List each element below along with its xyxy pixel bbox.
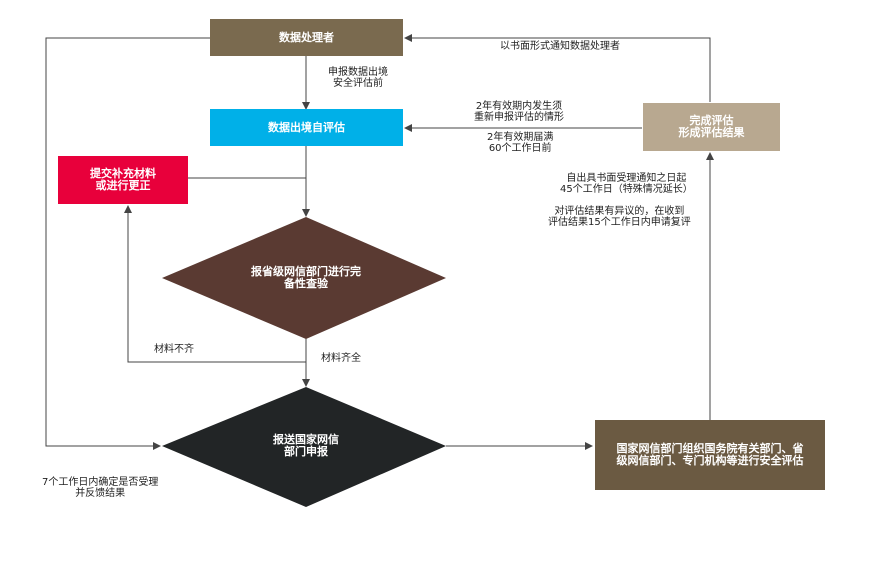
node-national-report-label: 报送国家网信 部门申报 xyxy=(273,433,339,458)
label-within-45-days: 自出具书面受理通知之日起 45个工作日（特殊情况延长） xyxy=(560,173,693,195)
label-reapply-condition: 2年有效期内发生须 重新申报评估的情形 xyxy=(474,101,564,123)
provincial-check-diamond xyxy=(162,217,446,339)
label-incomplete: 材料不齐 xyxy=(154,344,194,355)
label-before-report: 申报数据出境 安全评估前 xyxy=(328,67,388,89)
arrow-incomplete-to-supplement xyxy=(124,205,306,363)
label-complete-materials: 材料齐全 xyxy=(321,353,361,364)
national-report-diamond xyxy=(162,387,446,507)
arrow-complete-to-handler xyxy=(404,34,711,102)
arrow-handler-left-loop xyxy=(45,37,210,450)
node-complete: 完成评估 形成评估结果 xyxy=(643,103,780,151)
label-objection: 对评估结果有异议的，在收到 评估结果15个工作日内申请复评 xyxy=(548,206,691,228)
node-supplement: 提交补充材料 或进行更正 xyxy=(58,156,188,204)
label-expire: 2年有效期届满 60个工作日前 xyxy=(487,132,554,154)
node-self-assess: 数据出境自评估 xyxy=(210,109,403,146)
node-provincial-check-label: 报省级网信部门进行完 备性查验 xyxy=(251,265,361,290)
node-handler: 数据处理者 xyxy=(210,19,403,56)
node-national-assess: 国家网信部门组织国务院有关部门、省 级网信部门、专门机构等进行安全评估 xyxy=(595,420,825,490)
label-notify-handler: 以书面形式通知数据处理者 xyxy=(500,41,620,52)
label-seven-days: 7个工作日内确定是否受理 并反馈结果 xyxy=(42,477,159,499)
